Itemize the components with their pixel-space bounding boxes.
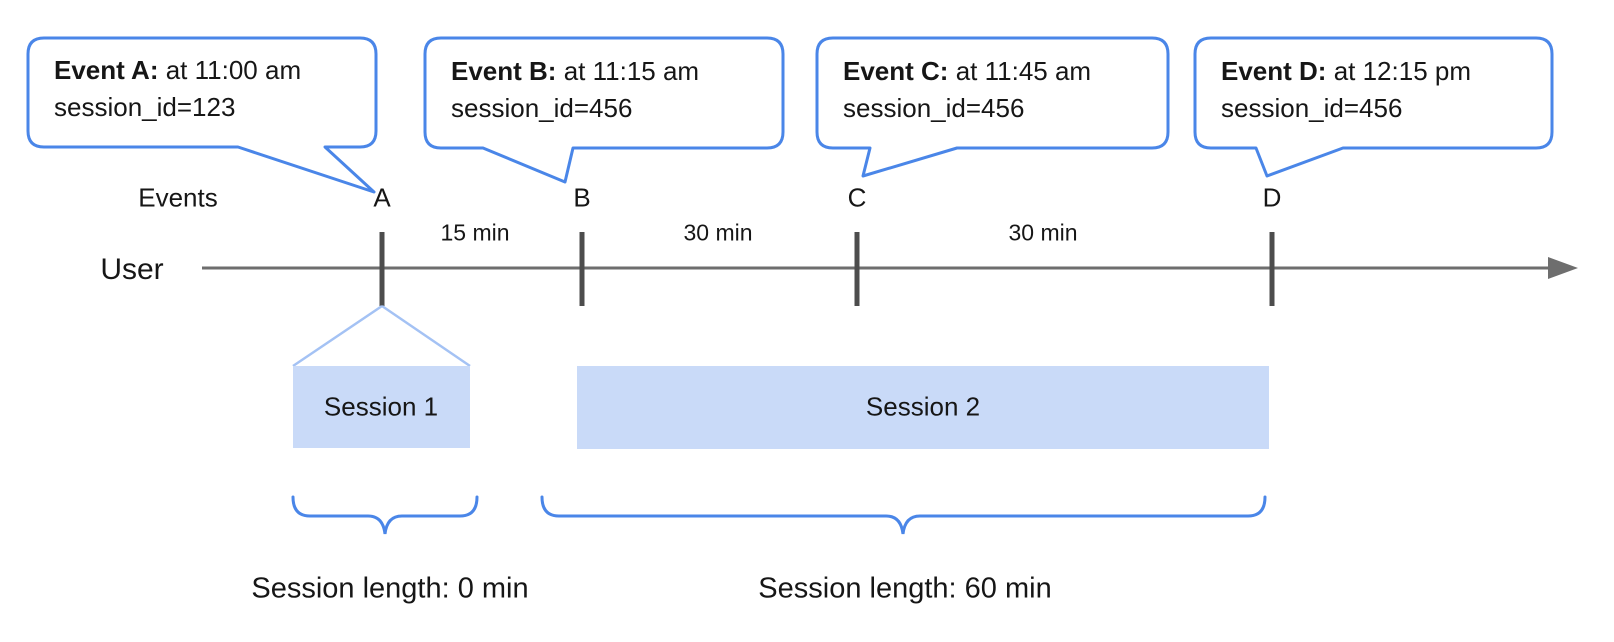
event-marker-d: D bbox=[1262, 182, 1282, 213]
event-a-session-id: session_id=123 bbox=[54, 92, 236, 122]
event-a-time: at 11:00 am bbox=[158, 55, 302, 85]
session-1-length-label: Session length: 0 min bbox=[251, 572, 529, 605]
events-axis-label: Events bbox=[138, 182, 218, 213]
callout-bubble-event-a bbox=[26, 36, 378, 194]
callout-line-1: Event C: at 11:45 am bbox=[843, 53, 1091, 90]
callout-bubble-event-b bbox=[423, 36, 785, 184]
event-marker-c: C bbox=[847, 182, 867, 213]
interval-label-b-c: 30 min bbox=[683, 219, 753, 246]
timeline-arrowhead bbox=[1548, 257, 1578, 279]
event-c-time: at 11:45 am bbox=[948, 56, 1092, 86]
session-2-box bbox=[577, 366, 1269, 449]
callout-bubble-event-c bbox=[815, 36, 1170, 178]
event-b-session-id: session_id=456 bbox=[451, 93, 633, 123]
callout-text-event-a: Event A: at 11:00 am session_id=123 bbox=[54, 52, 301, 126]
callout-line-1: Event B: at 11:15 am bbox=[451, 53, 699, 90]
event-b-time: at 11:15 am bbox=[556, 56, 700, 86]
event-c-session-id: session_id=456 bbox=[843, 93, 1025, 123]
event-d-session-id: session_id=456 bbox=[1221, 93, 1403, 123]
interval-label-c-d: 30 min bbox=[1008, 219, 1078, 246]
event-marker-a: A bbox=[373, 182, 391, 213]
callout-text-event-c: Event C: at 11:45 am session_id=456 bbox=[843, 53, 1091, 127]
session-1-box bbox=[293, 366, 470, 448]
brace-session-2 bbox=[540, 495, 1267, 535]
session-1-label: Session 1 bbox=[323, 391, 439, 422]
event-c-title: Event C: bbox=[843, 56, 949, 86]
callout-text-event-b: Event B: at 11:15 am session_id=456 bbox=[451, 53, 699, 127]
event-marker-b: B bbox=[573, 182, 591, 213]
callout-line-1: Event A: at 11:00 am bbox=[54, 52, 301, 89]
brace-session-1 bbox=[291, 495, 479, 535]
event-d-title: Event D: bbox=[1221, 56, 1327, 86]
user-axis-label: User bbox=[100, 253, 164, 286]
interval-label-a-b: 15 min bbox=[440, 219, 510, 246]
event-d-time: at 12:15 pm bbox=[1326, 56, 1472, 86]
callout-line-1: Event D: at 12:15 pm bbox=[1221, 53, 1471, 90]
funnel-lines-session-1 bbox=[292, 304, 471, 368]
session-2-label: Session 2 bbox=[865, 391, 981, 422]
callout-text-event-d: Event D: at 12:15 pm session_id=456 bbox=[1221, 53, 1471, 127]
callout-bubble-event-d bbox=[1193, 36, 1554, 178]
session-2-length-label: Session length: 60 min bbox=[758, 572, 1052, 605]
event-b-title: Event B: bbox=[451, 56, 557, 86]
event-a-title: Event A: bbox=[54, 55, 159, 85]
